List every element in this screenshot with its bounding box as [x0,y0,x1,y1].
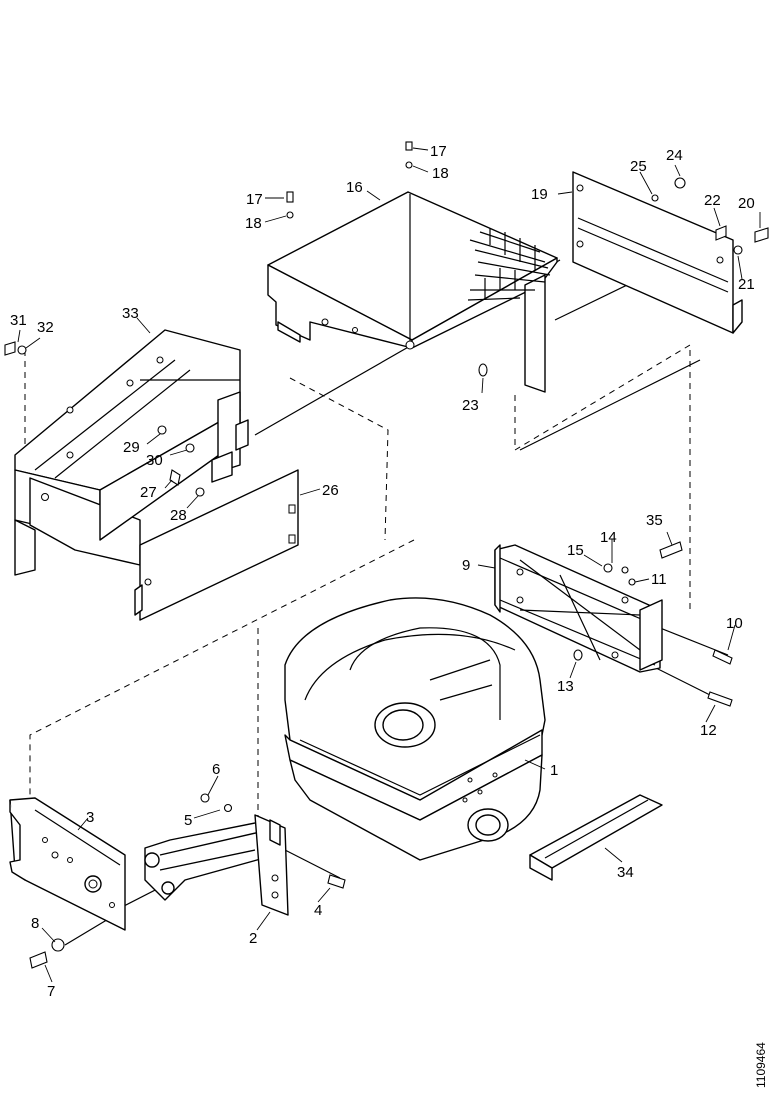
part-26-plate [134,451,299,621]
callout-12: 12 [700,722,717,739]
callout-28: 28 [170,507,187,524]
callout-4: 4 [314,902,322,919]
callout-21: 21 [738,276,755,293]
callout-17a: 17 [430,143,447,160]
document-id: 1109464 [752,1030,772,1090]
callout-11: 11 [651,571,667,588]
callout-9: 9 [462,557,470,574]
callout-17b: 17 [246,191,263,208]
callout-15: 15 [567,542,584,559]
callout-20: 20 [738,195,755,212]
callout-19: 19 [531,186,548,203]
document-id-text: 1109464 [754,1042,768,1088]
callout-1: 1 [550,762,558,779]
callout-23: 23 [462,397,479,414]
callout-26: 26 [322,482,339,499]
callout-10: 10 [726,615,743,632]
part-34-strip [529,794,663,881]
callout-2: 2 [249,930,257,947]
callout-35: 35 [646,512,663,529]
part-16-cover [267,191,558,393]
callout-13: 13 [557,678,574,695]
part-19-bracket-plate [572,171,743,334]
callout-30: 30 [146,452,163,469]
callout-31: 31 [10,312,27,329]
callout-5: 5 [184,812,192,829]
callout-18b: 18 [245,215,262,232]
callout-25: 25 [630,158,647,175]
callout-3: 3 [86,809,94,826]
part-1-tank [284,597,546,861]
part-33-frame-bracket [14,329,249,576]
part-2-hinge-arm [144,814,289,916]
callout-34: 34 [617,864,634,881]
part-9-cross-bracket [494,544,663,673]
callout-6: 6 [212,761,220,778]
callout-16: 16 [346,179,363,196]
callout-33: 33 [122,305,139,322]
callout-labels: 1 2 3 4 5 6 7 8 9 10 11 12 13 14 15 16 1… [10,143,755,1000]
callout-24: 24 [666,147,683,164]
part-3-base-plate [9,797,126,931]
callout-32: 32 [37,319,54,336]
leader-lines [17,147,761,983]
callout-8: 8 [31,915,39,932]
callout-29: 29 [123,439,140,456]
callout-27: 27 [140,484,157,501]
callout-7: 7 [47,983,55,1000]
callout-22: 22 [704,192,721,209]
hardware-fasteners [4,141,769,969]
callout-18a: 18 [432,165,449,182]
callout-14: 14 [600,529,617,546]
cover-ribs [467,228,551,301]
